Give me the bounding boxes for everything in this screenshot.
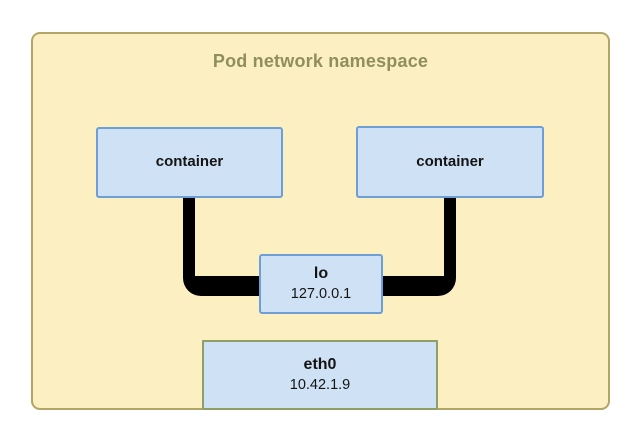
node-container-right-label: container — [416, 152, 484, 170]
namespace-title: Pod network namespace — [212, 51, 429, 71]
node-eth0: eth0 10.42.1.9 — [202, 340, 438, 410]
node-eth0-ip: 10.42.1.9 — [289, 377, 351, 394]
node-container-left: container — [96, 127, 283, 198]
node-container-left-label: container — [155, 153, 224, 171]
node-lo-ip: 127.0.0.1 — [290, 286, 352, 303]
node-container-right: container — [356, 126, 544, 198]
connector-left-container-to-lo — [183, 196, 259, 296]
node-eth0-label: eth0 — [303, 356, 337, 374]
node-lo: lo 127.0.0.1 — [259, 254, 383, 314]
node-lo-label: lo — [313, 265, 329, 283]
connector-right-container-to-lo — [381, 196, 456, 296]
